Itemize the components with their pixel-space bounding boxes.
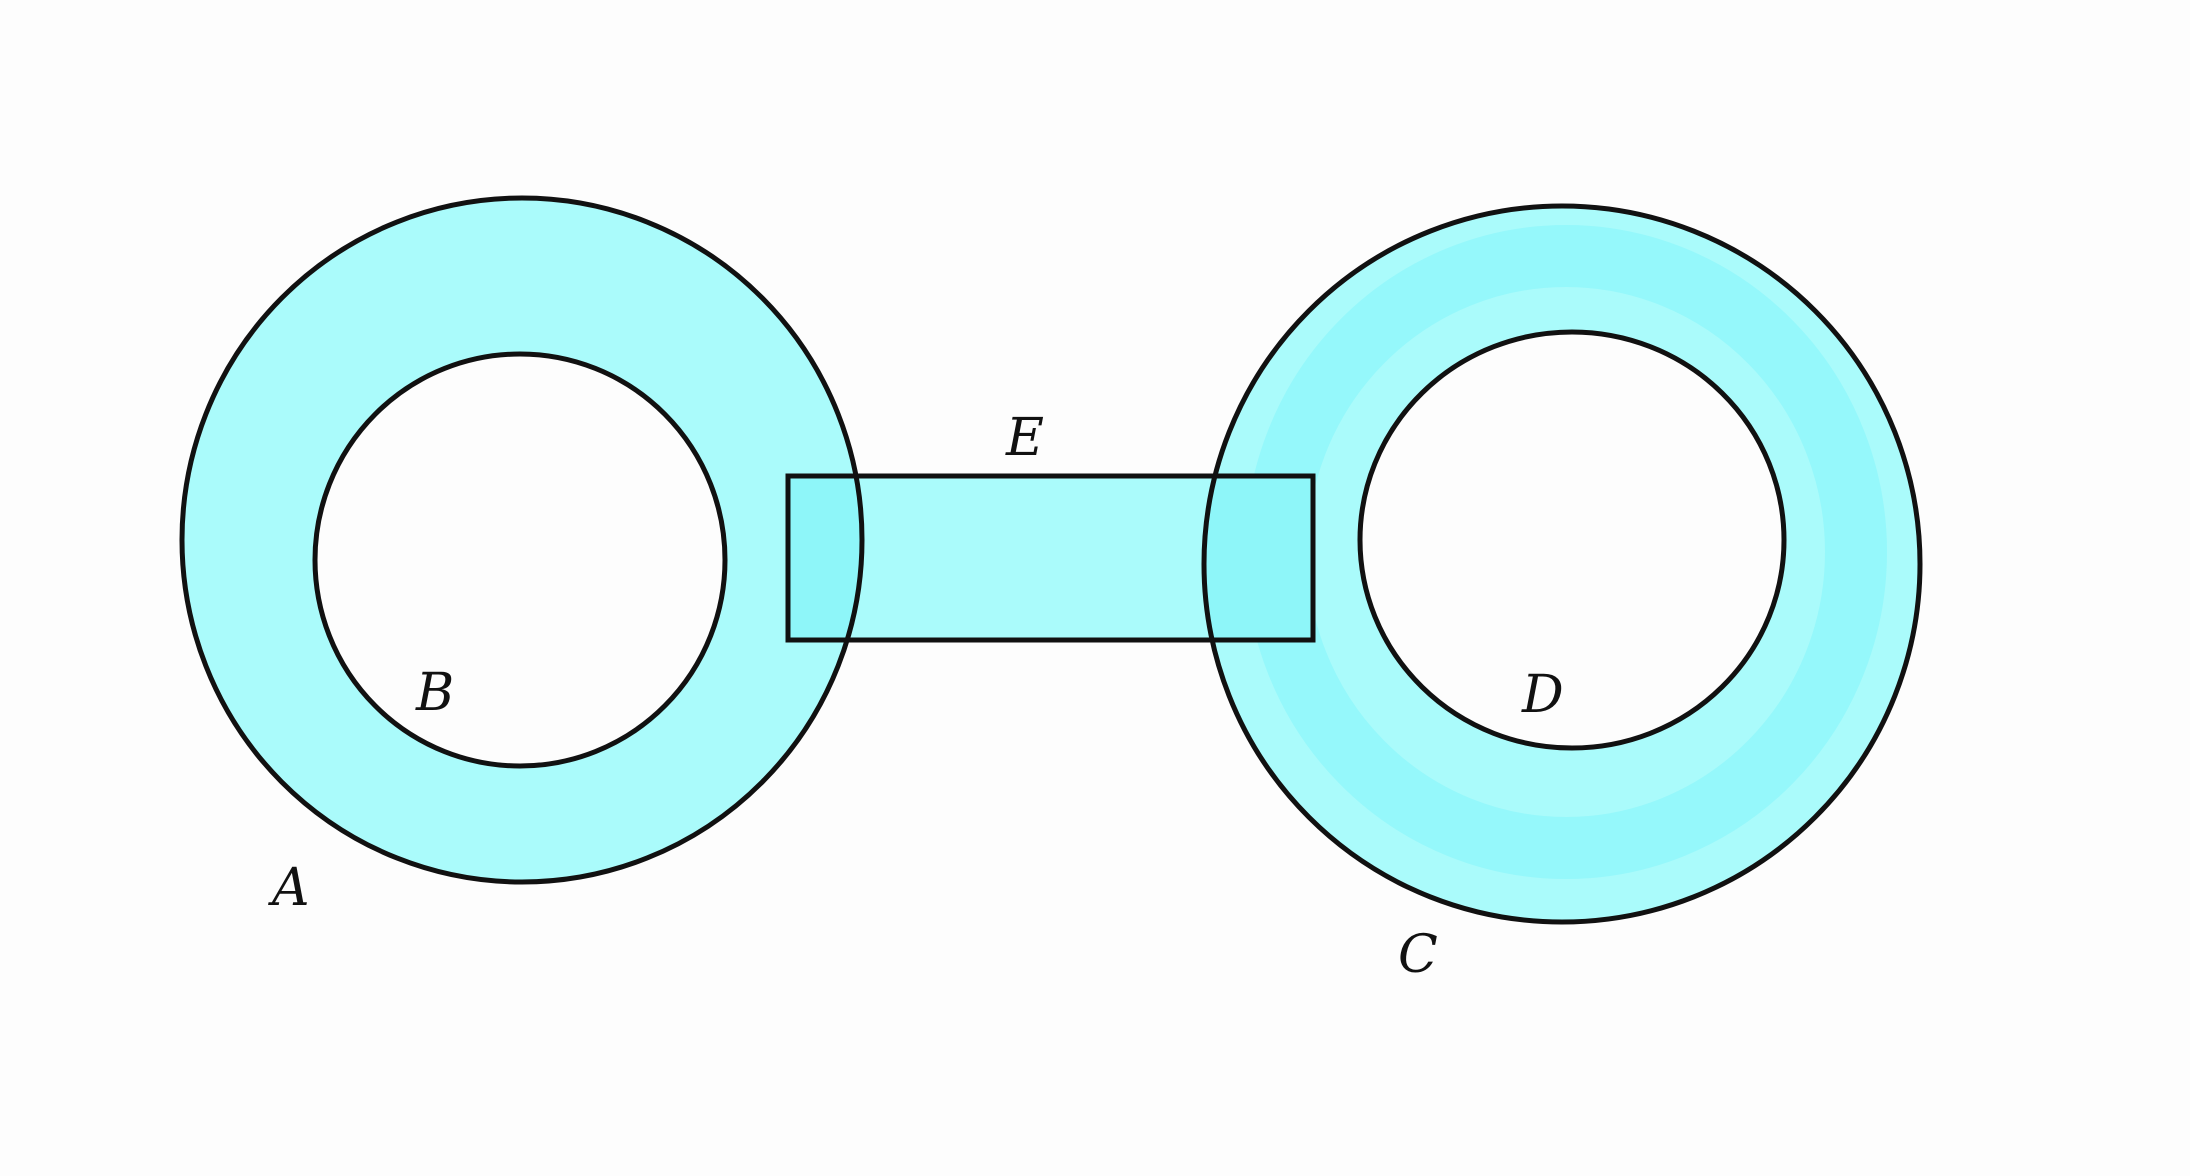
circle-d-outline bbox=[1357, 329, 1787, 751]
shaded-regions bbox=[182, 198, 1920, 922]
overlap-e-a-fill bbox=[788, 476, 862, 640]
ring-a-fill bbox=[182, 198, 862, 882]
outlines bbox=[179, 195, 1923, 925]
circle-a-outline bbox=[179, 195, 865, 885]
region-labels: A B C D E bbox=[268, 408, 1564, 985]
label-d: D bbox=[1521, 665, 1564, 725]
label-e: E bbox=[1005, 408, 1044, 468]
label-a: A bbox=[268, 858, 310, 918]
circle-c-outline bbox=[1201, 203, 1923, 925]
circle-b-outline bbox=[312, 351, 728, 769]
label-c: C bbox=[1398, 925, 1438, 985]
label-b: B bbox=[415, 663, 454, 723]
overlap-e-c-fill bbox=[1204, 476, 1313, 640]
rect-e-outline bbox=[785, 473, 1316, 643]
